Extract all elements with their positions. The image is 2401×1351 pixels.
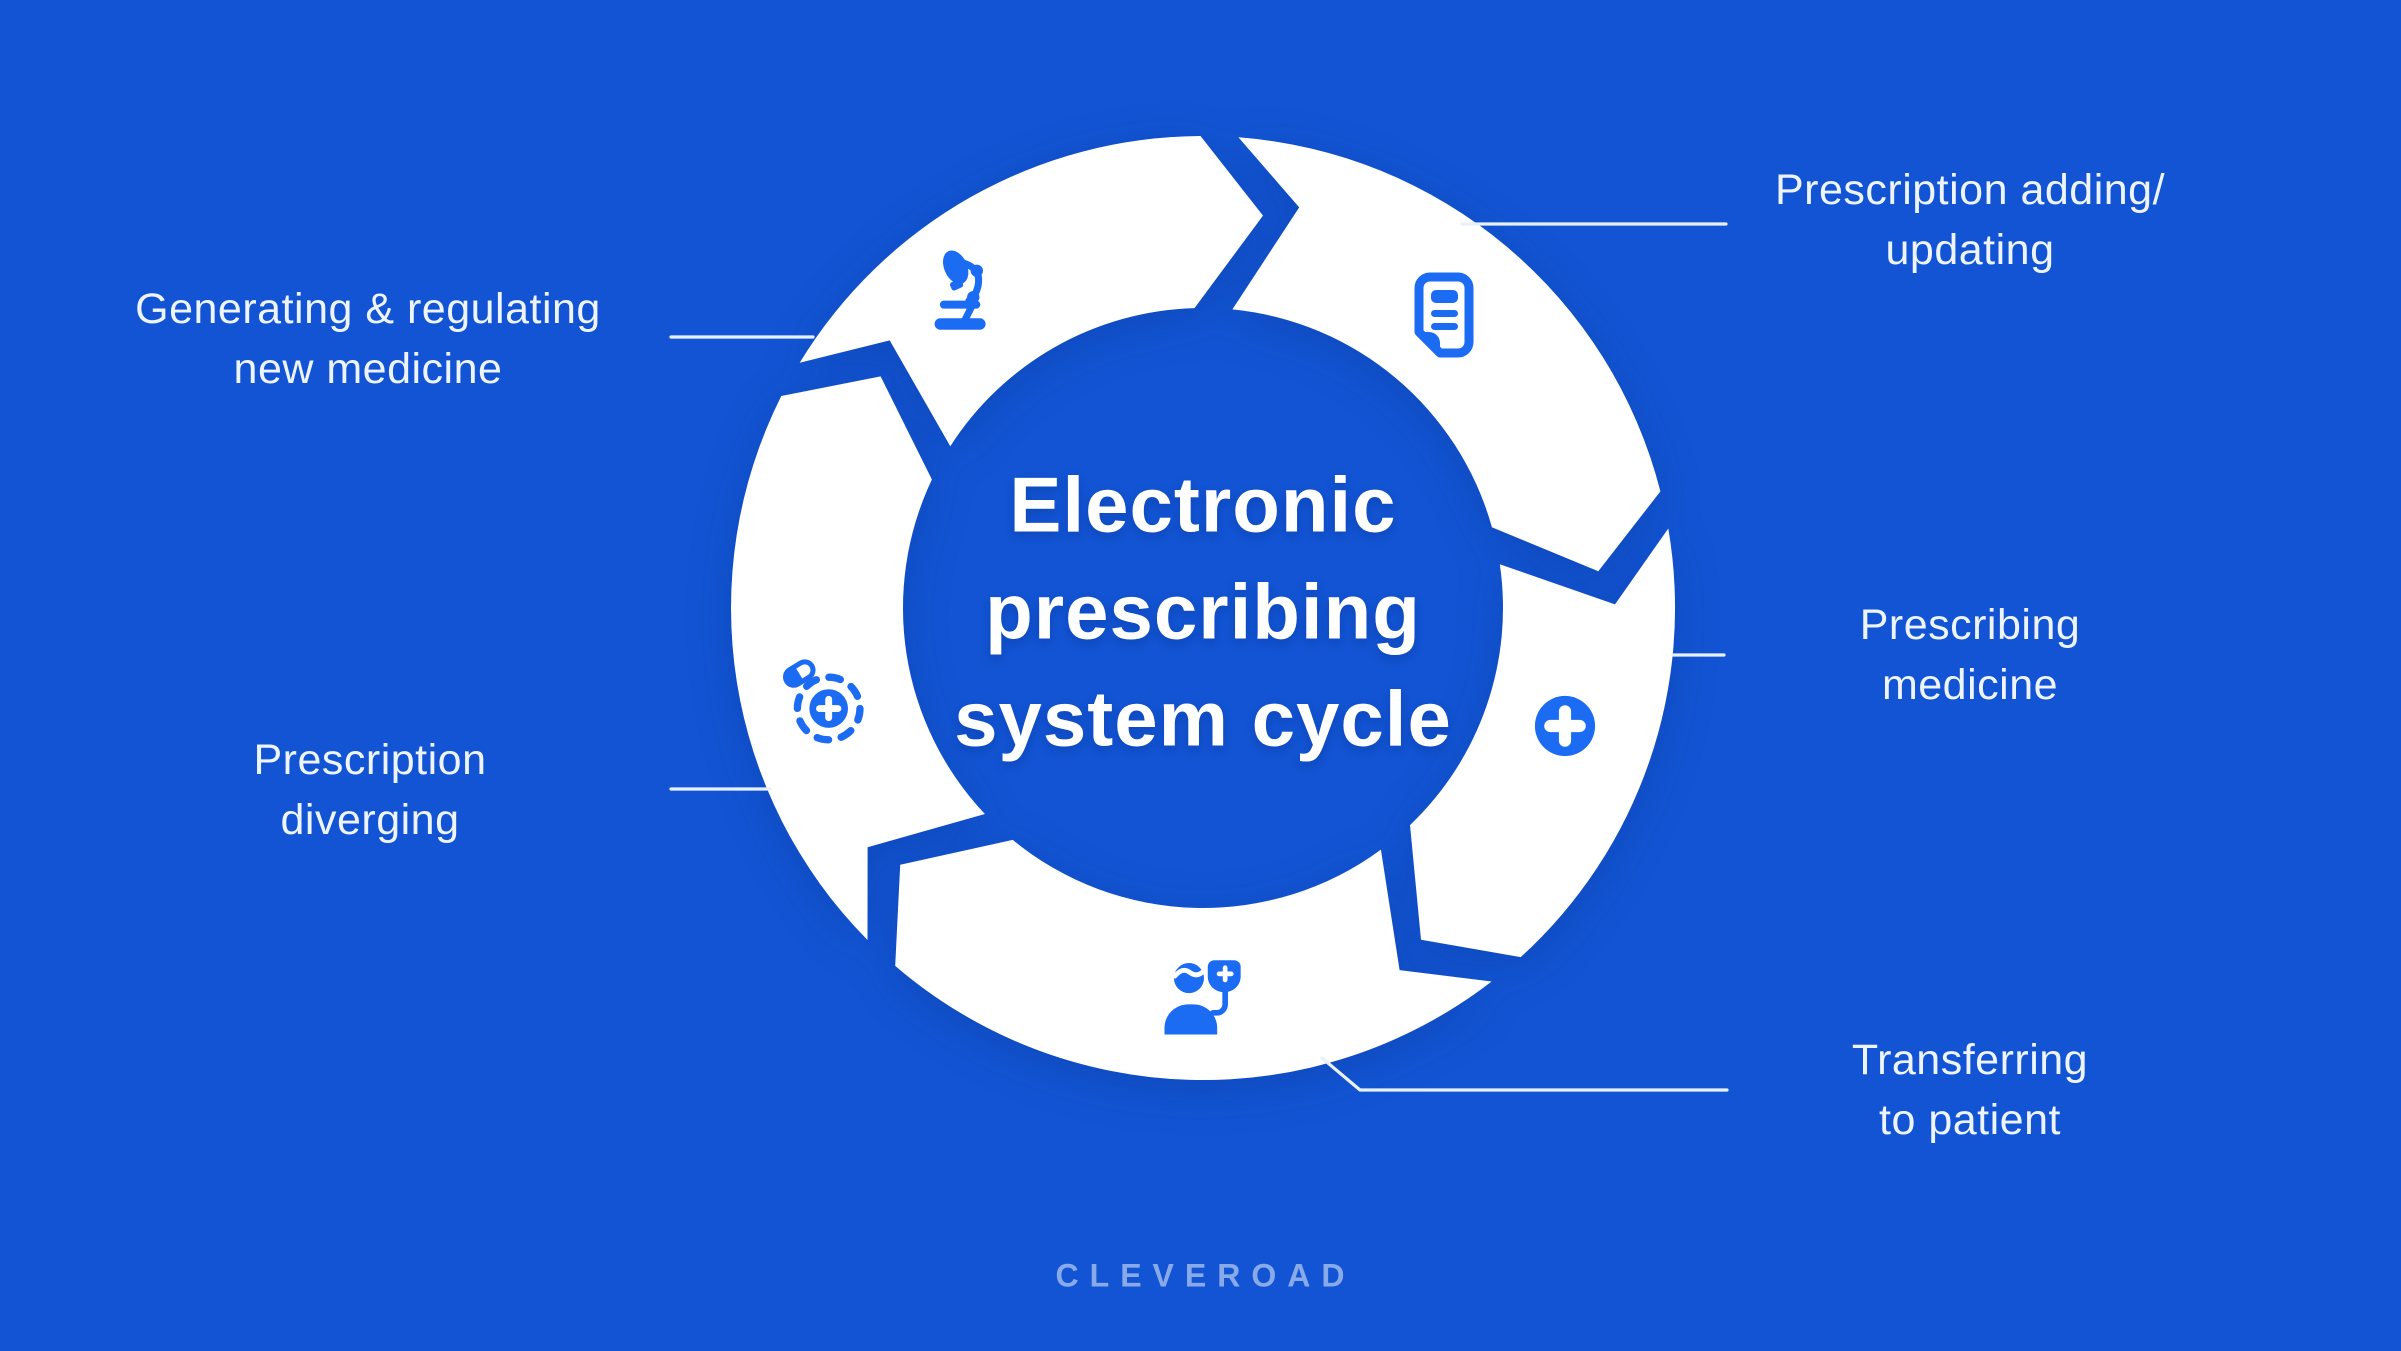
cycle-segment-transferring — [895, 839, 1492, 1081]
cycle-segment-diverging — [731, 376, 985, 940]
title-line-3: system cycle — [954, 674, 1452, 763]
connector-transferring-line — [1320, 1056, 1729, 1092]
label-prescribing-medicine: Prescribing medicine — [1860, 595, 2081, 715]
pill-dashed-circle-icon — [782, 659, 864, 744]
label-diverging-line-1: Prescription — [253, 736, 487, 784]
label-generating-regulating: Generating & regulating new medicine — [135, 279, 601, 399]
label-adding-line-1: Prescription adding/ — [1774, 166, 2166, 214]
connector-lines — [669, 222, 1729, 1092]
label-transferring-to-patient: Transferring to patient — [1852, 1030, 2088, 1150]
title-line-1: Electronic — [1009, 460, 1397, 549]
diagram-title: Electronic prescribing system cycle — [954, 452, 1452, 773]
label-prescribing-line-2: medicine — [1881, 661, 2059, 709]
label-transferring-line-1: Transferring — [1851, 1036, 2089, 1084]
label-prescription-diverging: Prescription diverging — [253, 730, 486, 850]
label-generating-line-1: Generating & regulating — [135, 285, 601, 333]
label-prescription-adding: Prescription adding/ updating — [1775, 160, 2165, 280]
label-diverging-line-2: diverging — [280, 796, 460, 844]
cycle-segment-generating — [799, 136, 1263, 447]
label-generating-line-2: new medicine — [233, 345, 503, 393]
label-adding-line-2: updating — [1885, 226, 2055, 274]
microscope-icon — [934, 250, 986, 330]
cleveroad-logo: CLEVEROAD — [1055, 1257, 1356, 1294]
document-icon — [1414, 272, 1474, 358]
title-line-2: prescribing — [985, 567, 1421, 656]
label-prescribing-line-1: Prescribing — [1859, 601, 2081, 649]
label-transferring-line-2: to patient — [1879, 1096, 2061, 1144]
patient-iv-icon — [1164, 960, 1241, 1035]
plus-cross-icon — [1534, 695, 1596, 757]
